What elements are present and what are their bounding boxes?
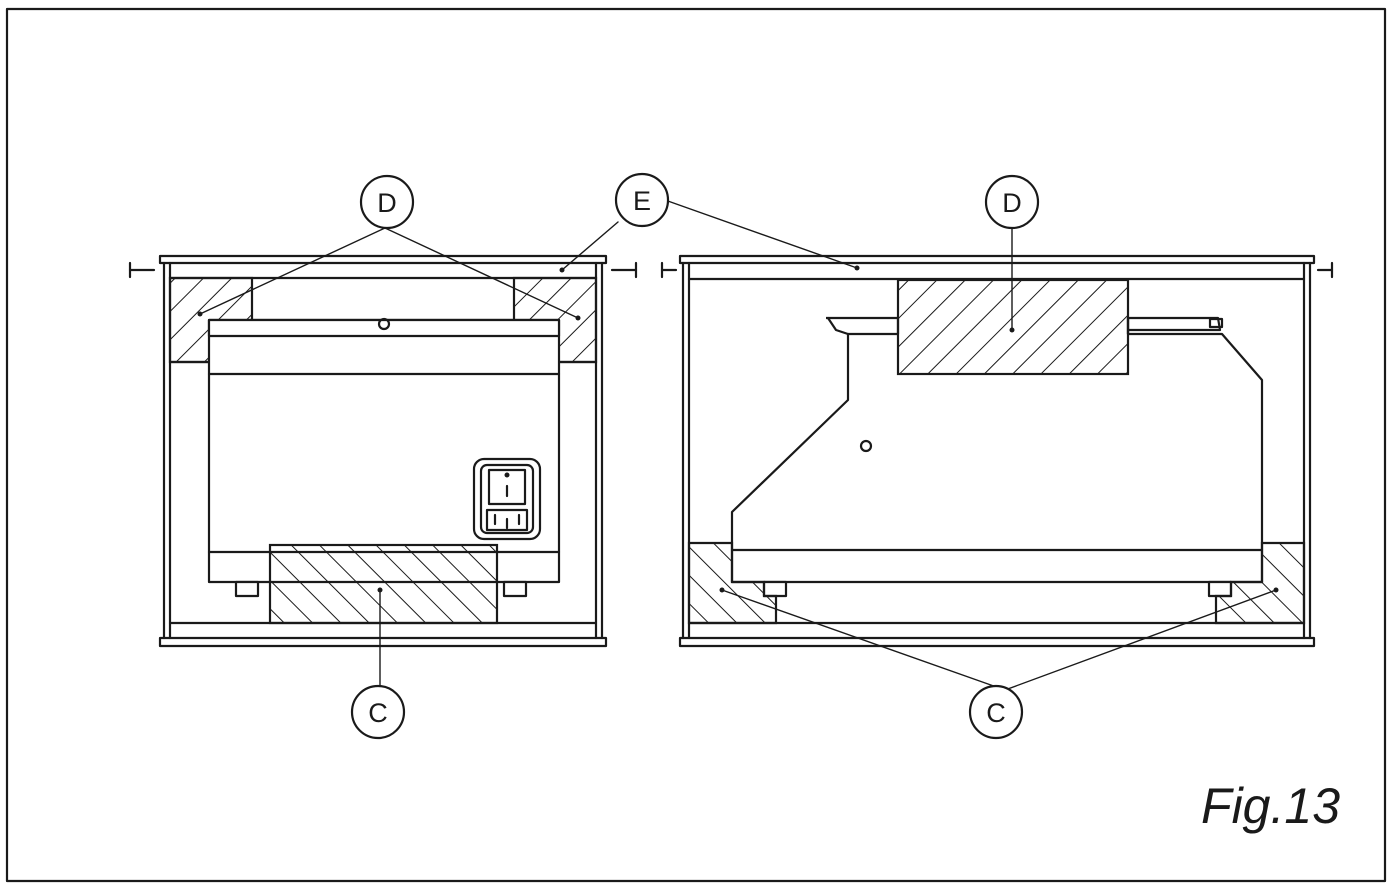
callout-e: E — [614, 172, 670, 228]
svg-text:C: C — [986, 698, 1006, 728]
foam-pad-c-right-1 — [687, 541, 778, 625]
callout-c-right: C — [968, 684, 1024, 740]
foam-pad-c-right-2 — [1214, 541, 1306, 625]
callout-d-right: D — [984, 174, 1040, 230]
foam-pad-d-right — [896, 278, 1130, 376]
section-marker-right — [660, 261, 1334, 279]
svg-text:D: D — [377, 188, 397, 218]
power-socket-icon — [472, 457, 542, 541]
svg-text:C: C — [368, 698, 388, 728]
figure-caption: Fig.13 — [1201, 778, 1340, 834]
svg-text:E: E — [633, 186, 651, 216]
section-marker-left — [128, 261, 638, 279]
callout-d-left: D — [359, 174, 415, 230]
svg-text:D: D — [1002, 188, 1022, 218]
foam-pad-c-left — [268, 543, 499, 625]
device-side-view — [730, 316, 1264, 598]
figure-border — [5, 7, 1387, 883]
callout-c-left: C — [350, 684, 406, 740]
